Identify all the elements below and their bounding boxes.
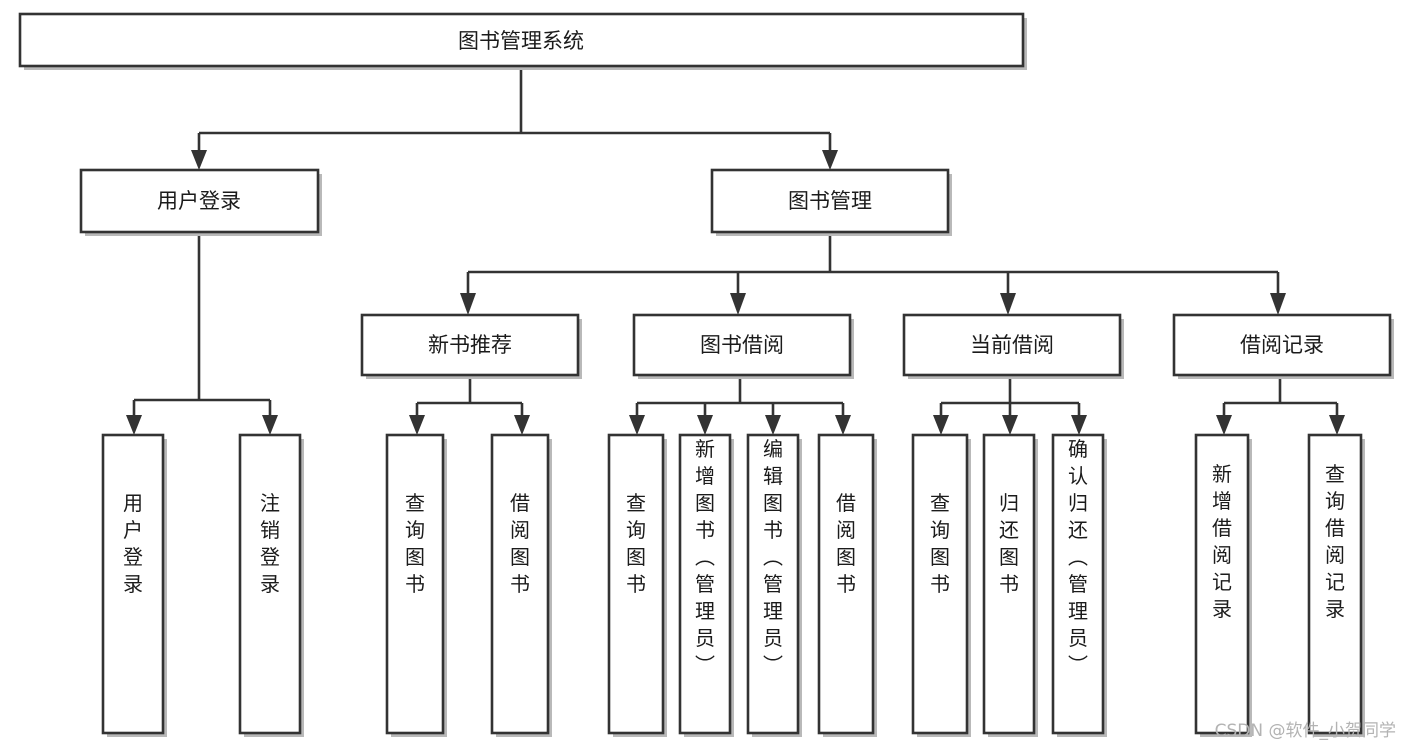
leaf-borrow-3-label: 借阅图书 <box>836 491 856 596</box>
arrowhead-leaf-records-0 <box>1216 415 1232 435</box>
connector-layer <box>126 66 1345 435</box>
node-user-login[interactable]: 用户登录 <box>79 168 322 236</box>
leaf-current-0-label: 查询图书 <box>930 491 950 596</box>
new-book-recommend-box[interactable] <box>360 313 580 377</box>
arrowhead-leaf-records-1 <box>1329 415 1345 435</box>
new-book-recommend-label: 新书推荐 <box>428 333 512 357</box>
watermark: CSDN @软件_小贺同学 <box>1215 721 1396 741</box>
leaf-new-book-0-label: 查询图书 <box>405 491 425 596</box>
leaf-current-1[interactable]: 归还图书 <box>982 433 1038 737</box>
leaf-records-0-box[interactable] <box>1194 433 1250 735</box>
leaf-new-book-1-box[interactable] <box>490 433 550 735</box>
leaf-user-login-1-box[interactable] <box>238 433 302 735</box>
leaf-current-2-box[interactable] <box>1051 433 1105 735</box>
arrowhead-book-borrow <box>730 293 746 315</box>
leaf-records-1-label: 查询借阅记录 <box>1325 462 1345 621</box>
leaf-new-book-1-label: 借阅图书 <box>510 491 530 596</box>
leaf-current-2[interactable]: 确认归还︵管理员︶ <box>1051 433 1107 737</box>
arrowhead-leaf-borrow-1 <box>697 415 713 435</box>
current-borrow-box[interactable] <box>902 313 1122 377</box>
arrowhead-leaf-borrow-2 <box>765 415 781 435</box>
node-current-borrow[interactable]: 当前借阅 <box>902 313 1124 379</box>
leaf-user-login-0-label: 用户登录 <box>123 491 143 596</box>
leaf-records-0-label: 新增借阅记录 <box>1212 462 1232 621</box>
leaf-borrow-0[interactable]: 查询图书 <box>607 433 667 737</box>
book-management-box[interactable] <box>710 168 950 234</box>
arrowhead-leaf-new-book-1 <box>514 415 530 435</box>
leaf-current-1-box[interactable] <box>982 433 1036 735</box>
arrowhead-leaf-new-book-0 <box>409 415 425 435</box>
book-borrow-label: 图书借阅 <box>700 333 784 357</box>
arrowhead-leaf-current-0 <box>933 415 949 435</box>
leaf-records-0[interactable]: 新增借阅记录 <box>1194 433 1252 737</box>
leaf-current-1-label: 归还图书 <box>999 491 1019 596</box>
leaf-current-0-box[interactable] <box>911 433 969 735</box>
leaf-borrow-3[interactable]: 借阅图书 <box>817 433 877 737</box>
leaf-current-2-label: 确认归还︵管理员︶ <box>1068 437 1088 677</box>
leaf-user-login-1-label: 注销登录 <box>260 491 280 596</box>
leaf-user-login-0-box[interactable] <box>101 433 165 735</box>
node-book-borrow[interactable]: 图书借阅 <box>632 313 854 379</box>
leaf-borrow-0-box[interactable] <box>607 433 665 735</box>
arrowhead-leaf-borrow-0 <box>629 415 645 435</box>
leaf-borrow-2[interactable]: 编辑图书︵管理员︶ <box>746 433 802 737</box>
leaf-records-1[interactable]: 查询借阅记录 <box>1307 433 1365 737</box>
leaf-user-login-0[interactable]: 用户登录 <box>101 433 167 737</box>
leaf-borrow-2-box[interactable] <box>746 433 800 735</box>
leaf-records-1-box[interactable] <box>1307 433 1363 735</box>
borrow-records-label: 借阅记录 <box>1240 333 1324 357</box>
leaf-borrow-2-label: 编辑图书︵管理员︶ <box>763 437 783 677</box>
leaf-new-book-0[interactable]: 查询图书 <box>385 433 447 737</box>
leaf-new-book-0-box[interactable] <box>385 433 445 735</box>
node-book-management[interactable]: 图书管理 <box>710 168 952 236</box>
arrowhead-leaf-borrow-3 <box>835 415 851 435</box>
arrowhead-leaf-current-2 <box>1071 415 1087 435</box>
leaf-new-book-1[interactable]: 借阅图书 <box>490 433 552 737</box>
book-borrow-box[interactable] <box>632 313 852 377</box>
borrow-records-box[interactable] <box>1172 313 1392 377</box>
user-login-box[interactable] <box>79 168 320 234</box>
leaf-borrow-3-box[interactable] <box>817 433 875 735</box>
arrowhead-leaf-current-1 <box>1002 415 1018 435</box>
root-box[interactable] <box>18 12 1025 68</box>
node-root[interactable]: 图书管理系统 <box>18 12 1027 70</box>
leaf-borrow-0-label: 查询图书 <box>626 491 646 596</box>
leaf-current-0[interactable]: 查询图书 <box>911 433 971 737</box>
node-borrow-records[interactable]: 借阅记录 <box>1172 313 1394 379</box>
user-login-label: 用户登录 <box>157 189 241 213</box>
arrowhead-new-book <box>460 293 476 315</box>
arrowhead-leaf-user-login-1 <box>262 415 278 435</box>
leaf-user-login-1[interactable]: 注销登录 <box>238 433 304 737</box>
arrowhead-leaf-user-login-0 <box>126 415 142 435</box>
arrowhead-user-login <box>191 150 207 170</box>
book-management-label: 图书管理 <box>788 189 872 213</box>
current-borrow-label: 当前借阅 <box>970 333 1054 357</box>
leaf-borrow-1[interactable]: 新增图书︵管理员︶ <box>678 433 734 737</box>
node-new-book-recommend[interactable]: 新书推荐 <box>360 313 582 379</box>
root-label: 图书管理系统 <box>458 29 584 53</box>
arrowhead-borrow-records <box>1270 293 1286 315</box>
leaf-borrow-1-box[interactable] <box>678 433 732 735</box>
arrowhead-book-mgmt <box>822 150 838 170</box>
arrowhead-current-borrow <box>1000 293 1016 315</box>
leaf-borrow-1-label: 新增图书︵管理员︶ <box>695 437 715 677</box>
